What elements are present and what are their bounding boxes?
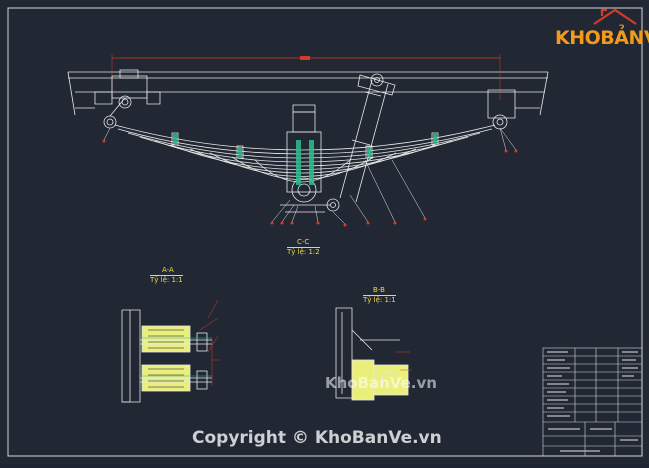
watermark-middle: KhoBanVe.vn — [325, 374, 437, 392]
logo-part-1: KHO — [555, 27, 601, 49]
section-bb-drawing — [335, 307, 412, 401]
section-aa-drawing — [121, 299, 220, 403]
logo: KHOBẢNVẼ — [555, 27, 649, 49]
part-number-marks — [102, 139, 518, 227]
main-assembly — [67, 54, 549, 213]
section-cc-title: C-C — [297, 238, 310, 246]
section-aa-scale: Tỷ lệ: 1:1 — [150, 275, 183, 284]
section-aa-teal — [140, 337, 212, 377]
logo-part-2: BẢN — [600, 27, 644, 49]
logo-house-icon — [593, 8, 637, 25]
leader-lines — [103, 127, 517, 225]
title-block-text-lines — [547, 351, 638, 452]
logo-part-3: VẼ — [644, 27, 649, 49]
section-bb-title: B-B — [373, 286, 385, 294]
copyright-watermark: Copyright © KhoBanVe.vn — [192, 428, 442, 448]
section-cc-scale: Tỷ lệ: 1:2 — [287, 247, 320, 256]
title-block — [542, 347, 643, 457]
section-bb-scale: Tỷ lệ: 1:1 — [363, 295, 396, 304]
drawing-frame — [7, 7, 643, 457]
spring-clips — [173, 134, 437, 185]
section-aa-title: A-A — [162, 266, 174, 274]
